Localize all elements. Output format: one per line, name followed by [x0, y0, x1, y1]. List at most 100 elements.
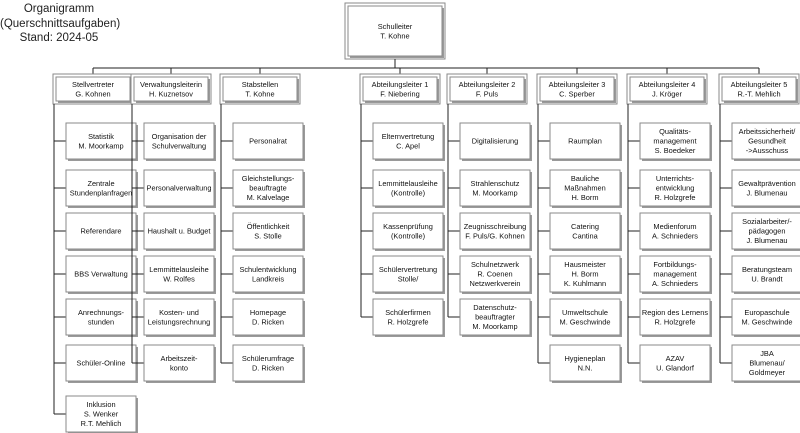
column-3-item-1: Personalrat — [232, 122, 305, 161]
column-2-item-6: Arbeitszeit-konto — [143, 344, 216, 383]
root-node-line-1: Schulleiter — [378, 22, 413, 31]
column-3-item-4-box — [232, 255, 304, 293]
column-5-head-box — [449, 76, 525, 102]
column-7-item-2-line-2: entwicklung — [656, 184, 695, 193]
column-6-item-5-box — [549, 298, 621, 336]
column-6-item-1-line-1: Raumplan — [568, 137, 602, 146]
column-7-item-1-box — [639, 122, 711, 160]
column-2-item-6-box — [143, 344, 215, 382]
column-8-head-line-2: R.-T. Mehlich — [737, 89, 780, 98]
column-2-item-4-line-2: W. Rolfes — [163, 274, 195, 283]
column-8-item-4-line-2: U. Brandt — [751, 274, 782, 283]
column-7-item-5-box — [639, 298, 711, 336]
column-3-item-5-line-2: D. Ricken — [252, 317, 284, 326]
column-1-item-5-line-2: stunden — [88, 317, 114, 326]
column-5-head-line-2: F. Puls — [476, 89, 498, 98]
column-7-item-4-line-1: Fortbildungs- — [653, 260, 697, 269]
column-4-item-3-line-1: Kassenprüfung — [383, 222, 433, 231]
column-1-head-box — [55, 76, 131, 102]
column-3-item-1-box — [232, 122, 304, 160]
column-6-item-5-line-1: Umweltschule — [562, 308, 608, 317]
title-line-1: Organigramm — [23, 3, 95, 15]
column-4-item-3-line-2: (Kontrolle) — [391, 231, 425, 240]
column-7-item-4-line-2: management — [653, 270, 696, 279]
column-7-item-5-line-2: R. Holzgrefe — [654, 317, 695, 326]
column-2-item-1-box — [143, 122, 215, 160]
column-6-head-line-1: Abteilungsleiter 3 — [549, 80, 606, 89]
column-8-item-5-line-2: M. Geschwinde — [742, 317, 793, 326]
column-4-item-1-line-1: Elternvertretung — [382, 132, 435, 141]
column-8-item-3-line-1: Sozialarbeiter/- — [742, 217, 792, 226]
column-2-item-5-box — [143, 298, 215, 336]
column-2-item-3-line-1: Haushalt u. Budget — [148, 227, 211, 236]
column-6-item-2-line-2: Maßnahmen — [564, 184, 606, 193]
column-6-item-6-line-1: Hygieneplan — [564, 354, 605, 363]
column-5-item-1-line-1: Digitalisierung — [472, 137, 518, 146]
column-8-item-4-box — [731, 255, 800, 293]
column-5-item-2-line-1: Strahlenschutz — [471, 179, 520, 188]
column-5-item-5-box — [459, 298, 531, 336]
column-1-item-3-line-1: Referendare — [80, 227, 121, 236]
column-1-item-1-line-2: M. Moorkamp — [78, 141, 123, 150]
column-6-item-6-line-2: N.N. — [578, 363, 593, 372]
column-4-head: Abteilungsleiter 1F. Niebering — [359, 73, 441, 105]
column-2-item-3-box — [143, 212, 215, 250]
column-6-item-2-line-3: H. Borm — [571, 193, 598, 202]
column-1-item-6: Schüler-Online — [65, 344, 138, 383]
column-8-item-2-line-1: Gewaltprävention — [738, 179, 796, 188]
column-7-head-line-1: Abteilungsleiter 4 — [639, 80, 696, 89]
column-1-item-5-line-1: Anrechnungs- — [78, 308, 125, 317]
column-7-item-3-line-1: Medienforum — [653, 222, 696, 231]
column-1-item-2-line-2: Stundenplanfragen — [70, 188, 132, 197]
column-1-head-line-1: Stellvertreter — [72, 80, 114, 89]
column-8-item-1-line-1: Arbeitssicherheit/ — [739, 127, 797, 136]
column-2-item-4-line-1: Lemmittelausleihe — [149, 265, 209, 274]
column-4-item-1-box — [372, 122, 444, 160]
column-6-item-2-box — [549, 169, 621, 207]
column-4-head-line-1: Abteilungsleiter 1 — [372, 80, 429, 89]
column-3-head-box — [222, 76, 298, 102]
column-3-item-5-box — [232, 298, 304, 336]
column-5-head-line-1: Abteilungsleiter 2 — [459, 80, 516, 89]
column-6-head-box — [539, 76, 615, 102]
column-2-item-5-line-1: Kosten- und — [159, 308, 199, 317]
column-6-item-4-line-3: K. Kuhlmann — [564, 279, 606, 288]
column-3-head-line-1: Stabstellen — [242, 80, 279, 89]
column-8-item-2-box — [731, 169, 800, 207]
column-5-item-4-line-2: R. Coenen — [477, 270, 512, 279]
column-4-item-4-line-1: Schülervertretung — [379, 265, 437, 274]
column-8-item-1: Arbeitssicherheit/Gesundheit->Ausschuss — [731, 122, 800, 161]
column-5-item-1-box — [459, 122, 531, 160]
column-3-item-6-box — [232, 344, 304, 382]
column-8-item-1-line-2: Gesundheit — [748, 137, 786, 146]
column-3-item-2-box — [232, 169, 304, 207]
column-1-item-3: Referendare — [65, 212, 138, 251]
column-8-item-1-line-3: ->Ausschuss — [746, 146, 789, 155]
column-4-item-3: Kassenprüfung(Kontrolle) — [372, 212, 445, 251]
column-3-item-4-line-1: Schulentwicklung — [239, 265, 296, 274]
column-3-item-2-line-3: M. Kalvelage — [247, 193, 290, 202]
column-5-item-4-box — [459, 255, 531, 293]
column-3-head-line-2: T. Kohne — [245, 89, 274, 98]
column-8-head: Abteilungsleiter 5R.-T. Mehlich — [718, 73, 800, 105]
column-8-item-5-box — [731, 298, 800, 336]
column-7-item-1-line-2: management — [653, 137, 696, 146]
